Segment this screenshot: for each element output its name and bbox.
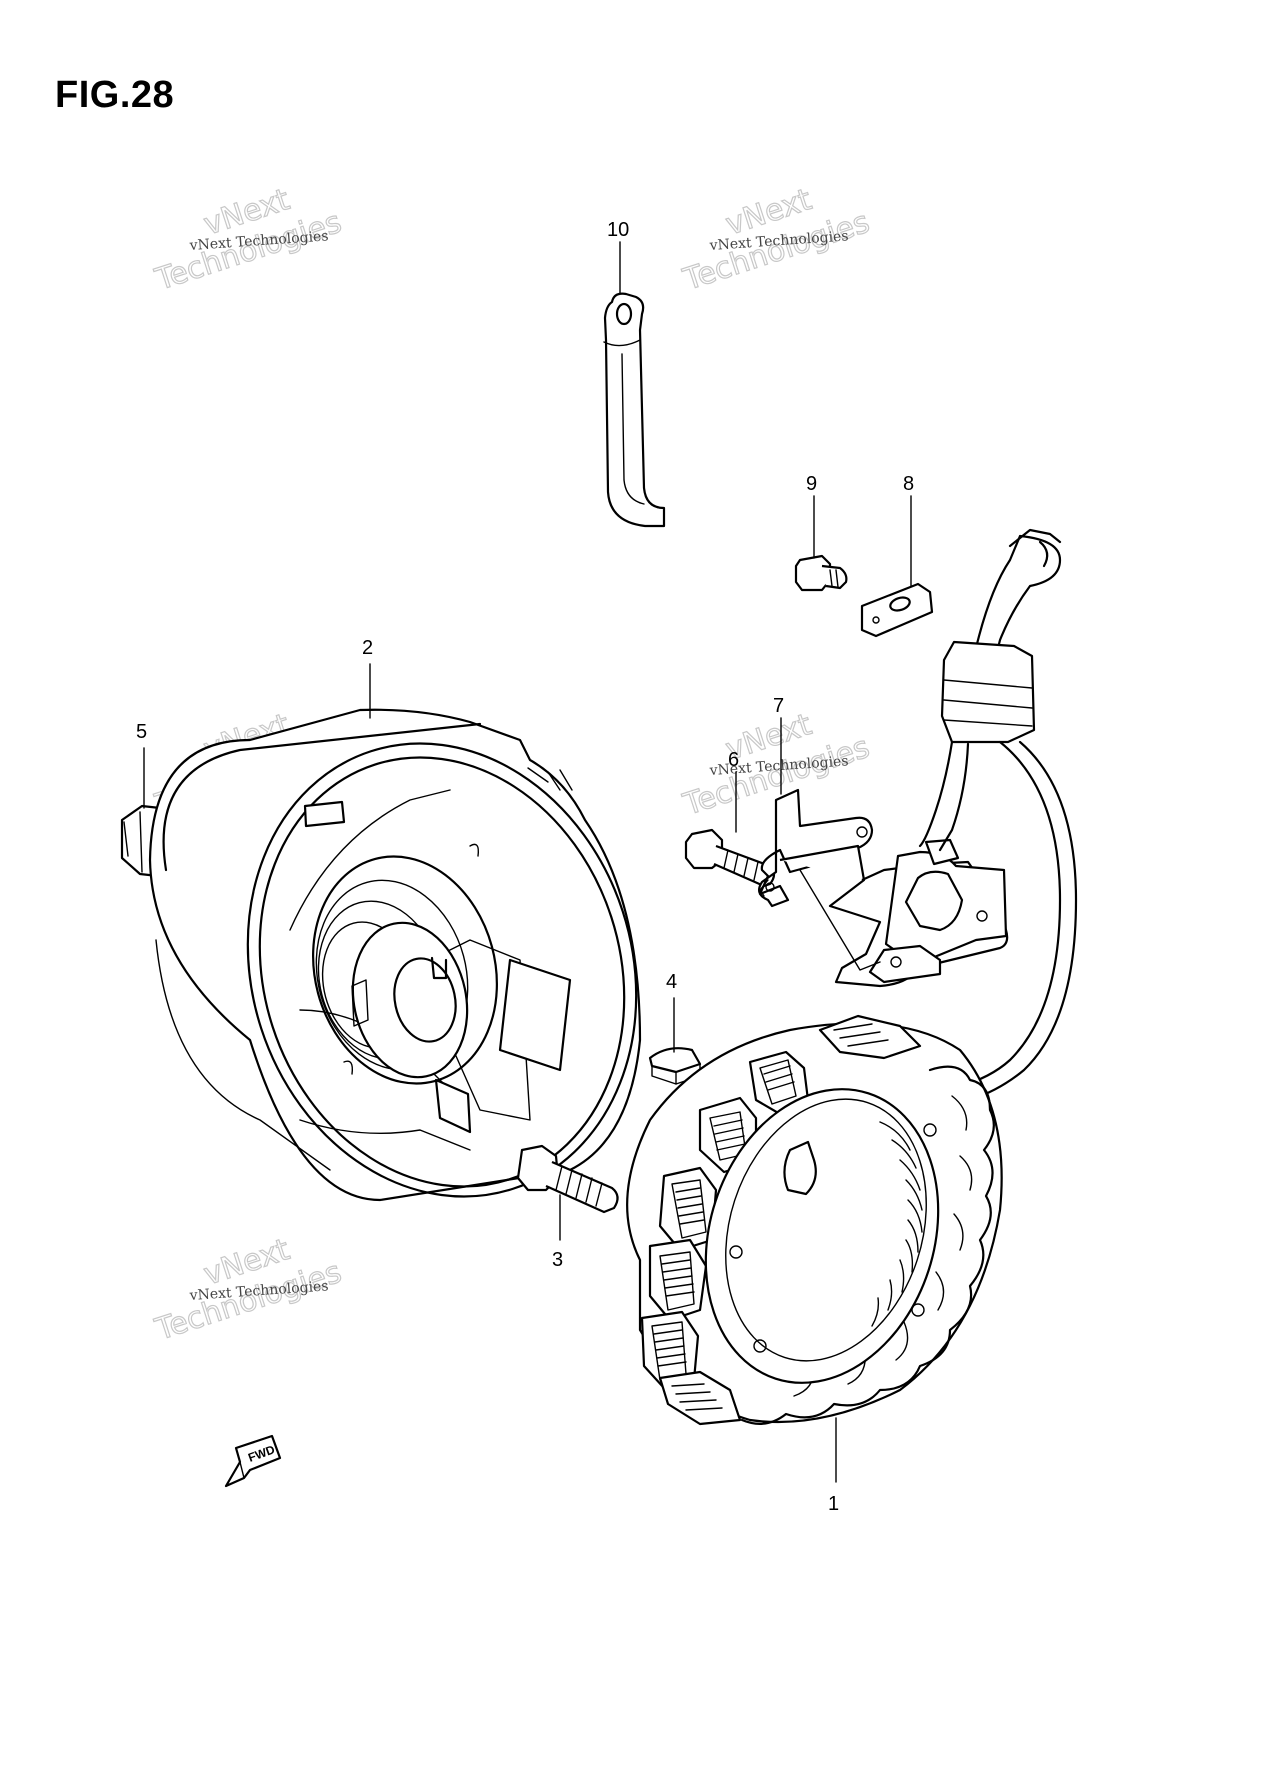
part-7-bracket — [758, 788, 1009, 988]
callout-9: 9 — [806, 473, 817, 495]
callout-1: 1 — [828, 1493, 839, 1515]
part-1-stator — [626, 1014, 1003, 1426]
part-6-bolt — [684, 828, 776, 888]
callout-3: 3 — [552, 1249, 563, 1271]
callouts: 1 2 3 4 5 6 7 8 9 10 — [136, 219, 914, 1515]
callout-10: 10 — [607, 219, 629, 241]
callout-5: 5 — [136, 721, 147, 743]
callout-4: 4 — [666, 971, 677, 993]
part-2-rotor — [148, 708, 642, 1202]
callout-2: 2 — [362, 637, 373, 659]
callout-8: 8 — [903, 473, 914, 495]
figure-title: FIG.28 — [55, 74, 175, 116]
part-10-clamp — [603, 292, 666, 528]
callout-7: 7 — [773, 695, 784, 717]
part-8-plate — [860, 582, 934, 638]
part-9-bolt — [794, 554, 848, 592]
callout-6: 6 — [728, 749, 739, 771]
part-4-key — [648, 1047, 702, 1085]
fwd-arrow-icon: FWD — [224, 1434, 282, 1488]
